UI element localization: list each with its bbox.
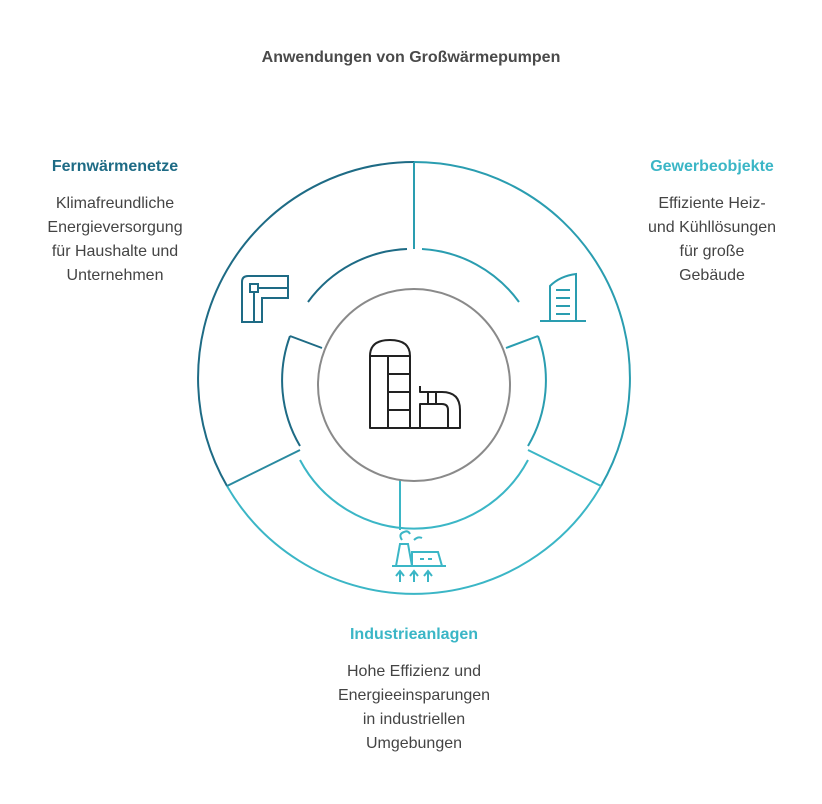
inner-arc-fernwaermenetze bbox=[307, 248, 408, 303]
heat-pump-icon bbox=[369, 339, 461, 429]
segment-description-industrieanlagen: Hohe Effizienz und Energieeinsparungen i… bbox=[300, 660, 528, 756]
description-line: Umgebungen bbox=[365, 735, 463, 752]
outer-arc-fernwaermenetze bbox=[197, 161, 415, 487]
inner-arc-gewerbeobjekte-lower bbox=[527, 335, 547, 447]
segment-description-fernwaermenetze: Klimafreundliche Energieversorgung für H… bbox=[20, 192, 210, 288]
separator-right bbox=[527, 449, 602, 487]
description-line: Energieversorgung bbox=[47, 219, 183, 236]
commercial-building-icon bbox=[540, 272, 586, 322]
description-line: in industriellen bbox=[362, 711, 466, 728]
description-line: Effiziente Heiz- bbox=[658, 195, 766, 212]
inner-arc-gewerbeobjekte bbox=[421, 248, 520, 303]
description-line: Energieeinsparungen bbox=[337, 687, 491, 704]
description-line: Hohe Effizienz und bbox=[346, 663, 481, 680]
description-line: Unternehmen bbox=[66, 267, 164, 284]
inner-arc-industrieanlagen bbox=[299, 459, 529, 530]
center-circle bbox=[317, 288, 511, 482]
outer-arc-industrieanlagen bbox=[226, 485, 602, 595]
industrial-plant-icon bbox=[392, 530, 446, 582]
segment-description-gewerbeobjekte: Effiziente Heiz- und Kühllösungen für gr… bbox=[617, 192, 807, 288]
segment-title-gewerbeobjekte: Gewerbeobjekte bbox=[650, 158, 774, 175]
connector-right bbox=[505, 335, 539, 349]
inner-arc-fernwaermenetze-lower bbox=[281, 335, 301, 447]
connector-left bbox=[289, 335, 323, 349]
description-line: und Kühllösungen bbox=[647, 219, 777, 236]
diagram-title: Anwendungen von Großwärmepumpen bbox=[261, 49, 561, 66]
description-line: Klimafreundliche bbox=[55, 195, 175, 212]
description-line: für große bbox=[679, 243, 745, 260]
separator-left bbox=[226, 449, 301, 487]
description-line: für Haushalte und bbox=[51, 243, 179, 260]
segment-title-industrieanlagen: Industrieanlagen bbox=[349, 626, 479, 643]
outer-arc-gewerbeobjekte bbox=[413, 161, 631, 487]
segment-title-fernwaermenetze: Fernwärmenetze bbox=[51, 158, 179, 175]
description-line: Gebäude bbox=[679, 267, 745, 284]
district-heating-pipe-icon bbox=[241, 275, 289, 323]
